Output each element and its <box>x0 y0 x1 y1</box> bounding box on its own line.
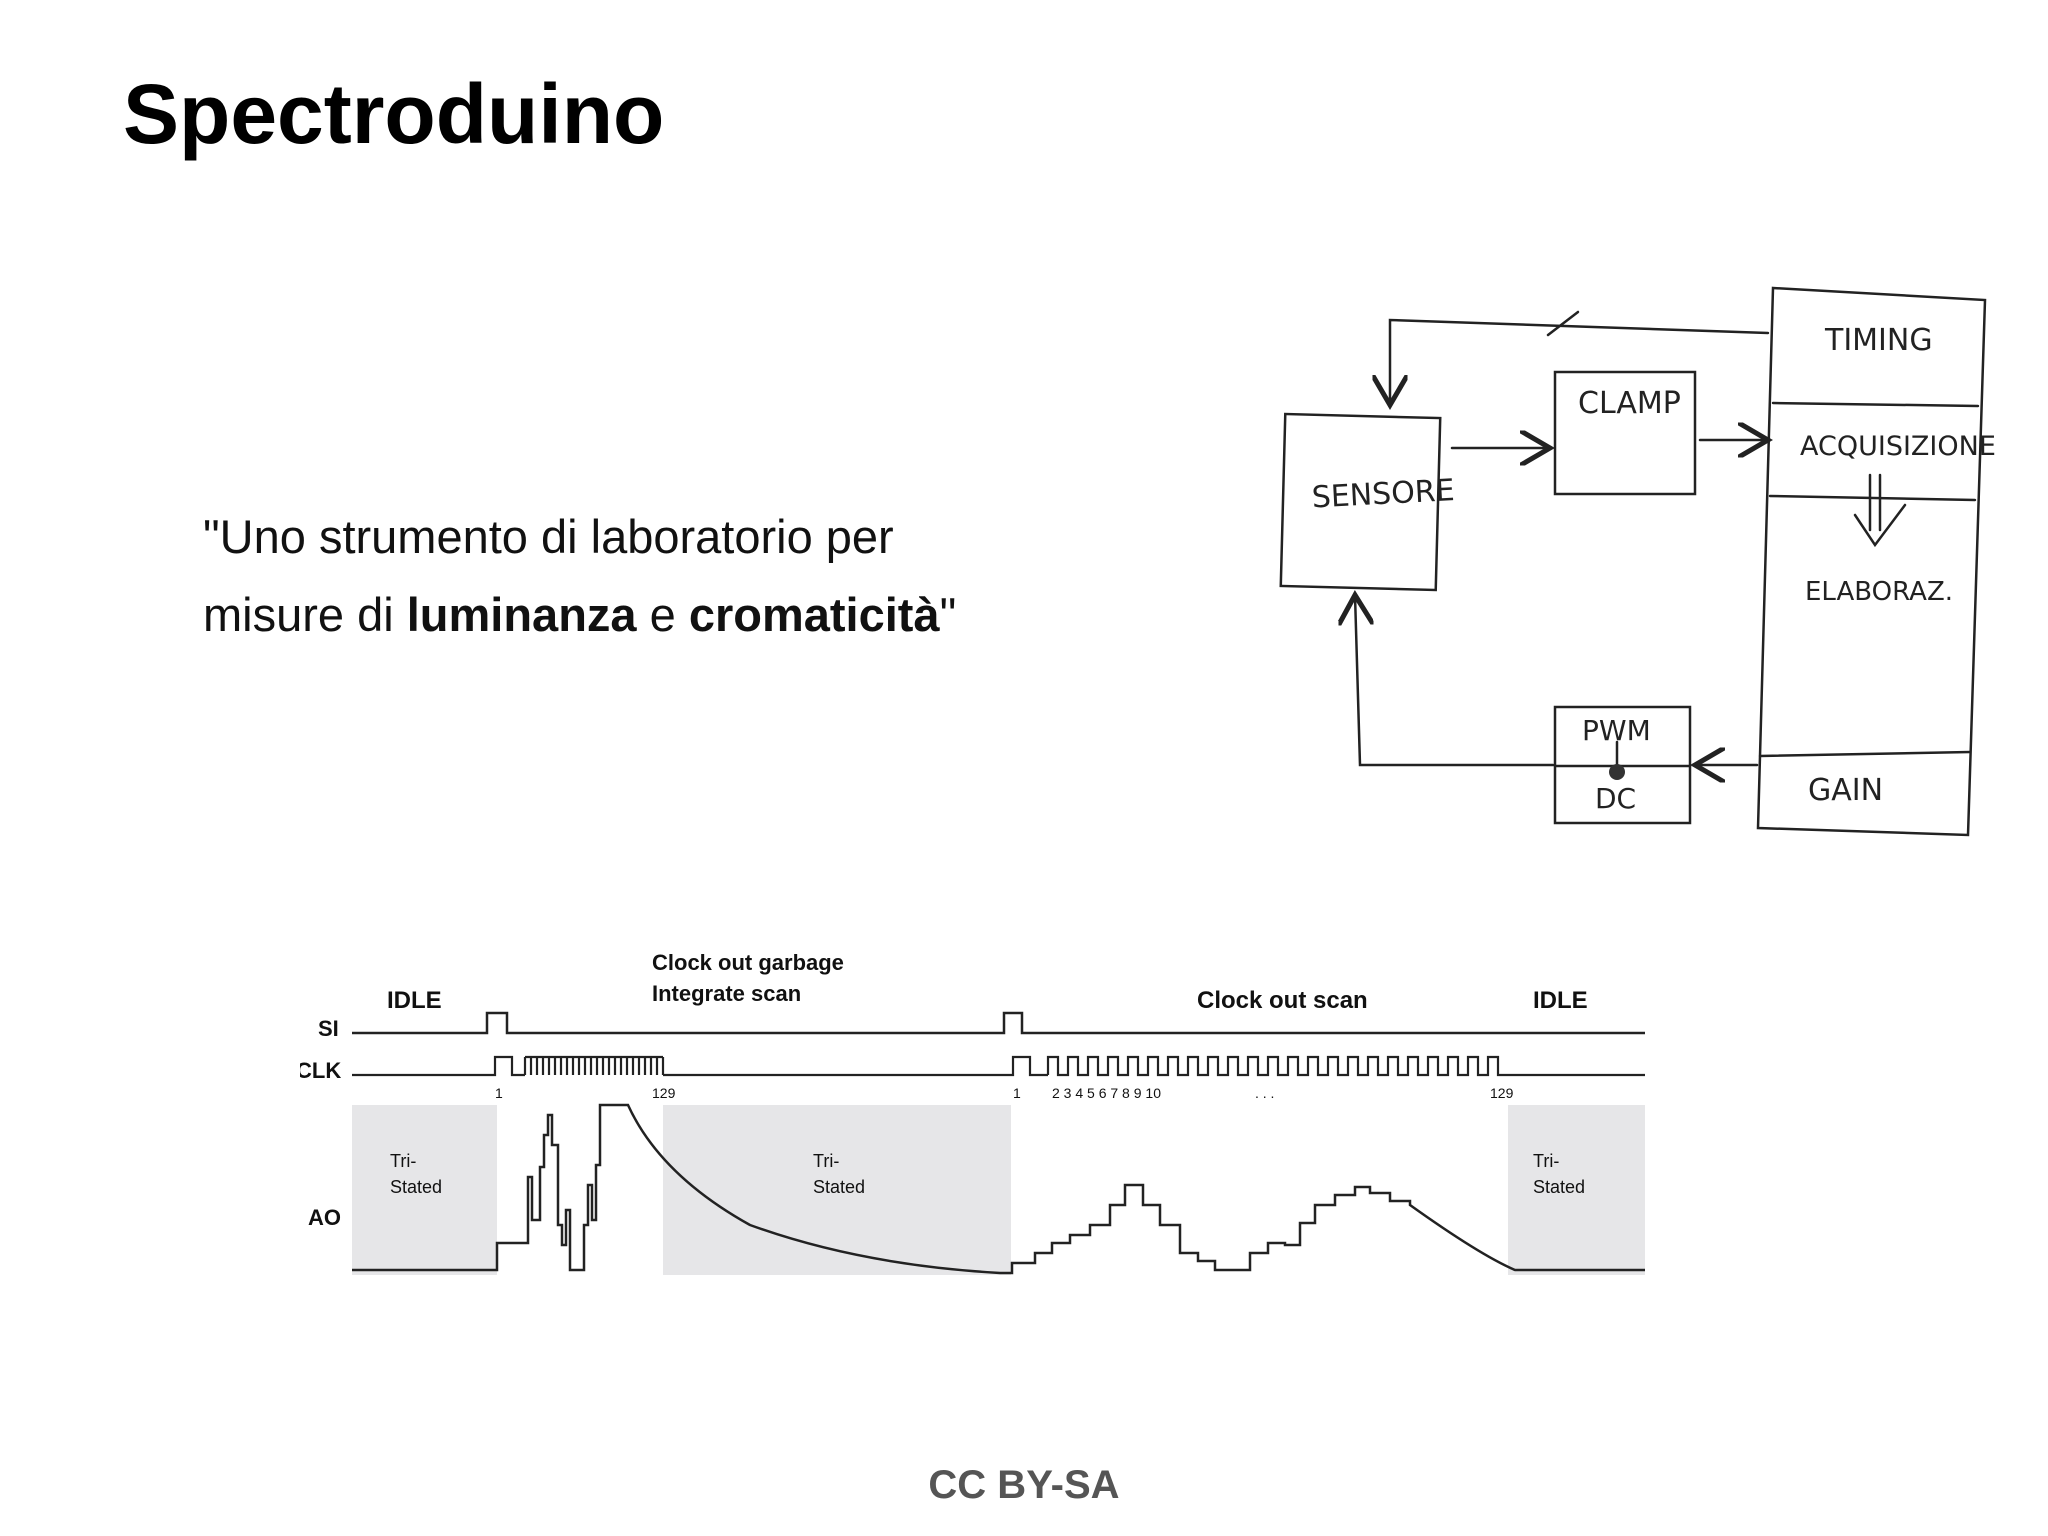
pwm-label: PWM <box>1582 714 1651 747</box>
control-column <box>1756 286 1987 837</box>
tick-sequence: 2 3 4 5 6 7 8 9 10 <box>1052 1085 1161 1101</box>
tristate-middle-line1: Tri- <box>813 1151 839 1171</box>
timing-label: TIMING <box>1824 323 1933 358</box>
si-waveform <box>352 1011 1645 1035</box>
label-ao: AO <box>308 1205 341 1230</box>
pwm-to-sensor-line <box>1355 595 1555 767</box>
tristate-region-left <box>352 1105 497 1275</box>
slide-title: Spectroduino <box>123 67 665 161</box>
phase-idle-left: IDLE <box>387 987 442 1014</box>
tristate-region-right <box>1508 1105 1645 1275</box>
clk-scan-pulses <box>1046 1055 1645 1077</box>
quote-text-c: " <box>939 588 957 641</box>
quote-bold-luminance: luminanza <box>406 588 637 641</box>
acquisition-separator <box>1768 494 1977 502</box>
acquisition-to-processing-arrow <box>1853 473 1907 548</box>
clamp-box <box>1553 370 1697 496</box>
timing-diagram: SI CLK AO IDLE Clock out garbage Integra… <box>300 950 1645 1275</box>
quote-text-b: e <box>636 588 689 641</box>
quote-line-2: misure di luminanza e cromaticità" <box>203 576 956 654</box>
slide-quote: "Uno strumento di laboratorio per misure… <box>203 498 956 654</box>
phase-garbage-line1: Clock out garbage <box>652 950 844 975</box>
tristate-right-line1: Tri- <box>1533 1151 1559 1171</box>
clk-waveform <box>352 1055 1645 1077</box>
clamp-label: CLAMP <box>1578 386 1681 421</box>
phase-scan: Clock out scan <box>1197 987 1368 1014</box>
ao-waveform <box>352 1103 1645 1275</box>
tick-1-first: 1 <box>495 1085 503 1101</box>
clk-burst <box>523 1055 665 1075</box>
timing-separator <box>1771 401 1980 408</box>
tristate-left-line1: Tri- <box>390 1151 416 1171</box>
gain-label: GAIN <box>1808 773 1883 808</box>
quote-line-1: "Uno strumento di laboratorio per <box>203 510 894 563</box>
sensor-box <box>1279 412 1442 592</box>
tristate-regions <box>352 1105 1645 1275</box>
phase-idle-right: IDLE <box>1533 987 1588 1014</box>
label-si: SI <box>318 1016 339 1041</box>
tristate-right-line2: Stated <box>1533 1177 1585 1197</box>
tick-dots: . . . <box>1255 1085 1274 1101</box>
bus-slash <box>1546 310 1580 337</box>
quote-bold-chromaticity: cromaticità <box>688 588 940 641</box>
dc-label: DC <box>1595 782 1636 815</box>
tick-1-second: 1 <box>1013 1085 1021 1101</box>
sensor-label: SENSORE <box>1311 473 1456 515</box>
license-footer: CC BY-SA <box>928 1463 1120 1507</box>
gain-separator <box>1758 750 1972 758</box>
tristate-region-middle <box>663 1105 1011 1275</box>
label-clk: CLK <box>300 1058 341 1083</box>
processing-label: ELABORAZ. <box>1805 577 1953 607</box>
tick-129-second: 129 <box>1490 1085 1514 1101</box>
tristate-left-line2: Stated <box>390 1177 442 1197</box>
quote-text-a: misure di <box>203 588 407 641</box>
tristate-middle-line2: Stated <box>813 1177 865 1197</box>
pwm-dot <box>1609 764 1625 780</box>
phase-garbage-line2: Integrate scan <box>652 981 801 1006</box>
tick-129-first: 129 <box>652 1085 676 1101</box>
acquisition-label: ACQUISIZIONE <box>1800 431 1996 462</box>
timing-to-sensor-line <box>1390 318 1770 405</box>
pwm-box <box>1553 705 1692 825</box>
